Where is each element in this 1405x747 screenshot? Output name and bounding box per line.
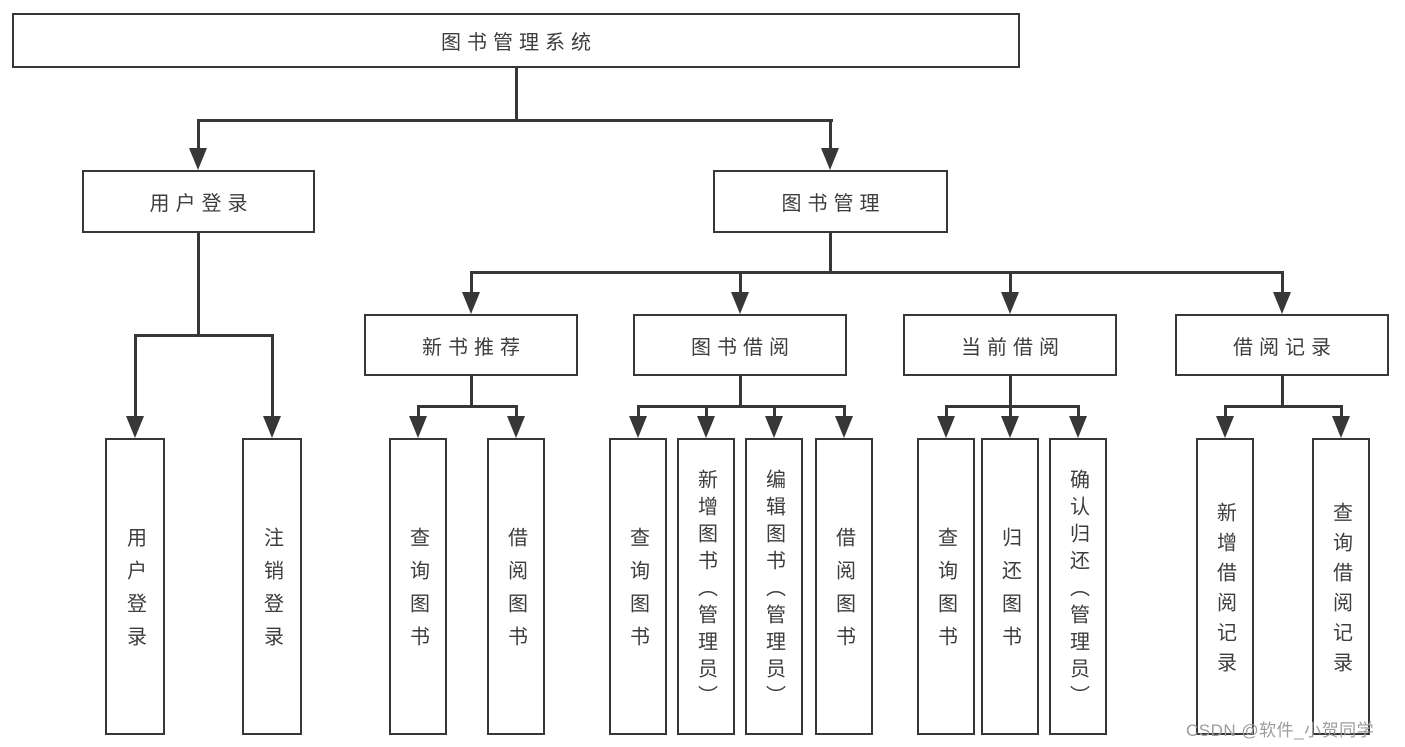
node-label: 用户登录 [149, 193, 254, 215]
leaf-query-books-recommend: 查询图书 [389, 438, 447, 735]
connector-line [515, 405, 518, 418]
arrow-down-icon [126, 416, 144, 438]
connector-line [134, 334, 137, 420]
node-label: 归还图书 [998, 527, 1021, 659]
leaf-borrow-books-recommend: 借阅图书 [487, 438, 545, 735]
node-library-system: 图书管理系统 [12, 13, 1020, 68]
arrow-down-icon [1216, 416, 1234, 438]
node-label: 图书借阅 [691, 336, 795, 359]
node-borrowing-records: 借阅记录 [1175, 314, 1389, 376]
connector-line [739, 376, 742, 407]
node-label: 图书管理 [781, 193, 886, 215]
node-label: 注销登录 [260, 527, 283, 659]
node-label: 确认归还（管理员） [1066, 468, 1089, 712]
node-book-borrowing: 图书借阅 [633, 314, 847, 376]
node-label: 借阅图书 [832, 527, 855, 659]
leaf-borrow-books: 借阅图书 [815, 438, 873, 735]
connector-line [637, 405, 640, 418]
connector-line [470, 271, 1283, 274]
connector-line [829, 233, 832, 273]
arrow-down-icon [937, 416, 955, 438]
node-label: 查询图书 [626, 527, 649, 659]
connector-line [1224, 405, 1227, 418]
connector-line [417, 405, 518, 408]
leaf-query-books-borrowing: 查询图书 [609, 438, 667, 735]
connector-line [843, 405, 846, 418]
connector-line [945, 405, 1079, 408]
leaf-query-borrow-record: 查询借阅记录 [1312, 438, 1370, 735]
watermark: CSDN @软件_小贺同学 [1186, 721, 1375, 740]
node-new-book-recommend: 新书推荐 [364, 314, 578, 376]
node-current-borrowing: 当前借阅 [903, 314, 1117, 376]
connector-line [1009, 405, 1012, 418]
connector-line [739, 271, 742, 296]
connector-line [1281, 271, 1284, 296]
leaf-query-books-current: 查询图书 [917, 438, 975, 735]
arrow-down-icon [462, 292, 480, 314]
connector-line [470, 271, 473, 296]
connector-line [1009, 376, 1012, 407]
connector-line [1281, 376, 1284, 407]
leaf-logout: 注销登录 [242, 438, 302, 735]
arrow-down-icon [629, 416, 647, 438]
node-label: 编辑图书（管理员） [762, 468, 785, 712]
node-label: 用户登录 [123, 527, 146, 659]
arrow-down-icon [835, 416, 853, 438]
leaf-add-borrow-record: 新增借阅记录 [1196, 438, 1254, 735]
arrow-down-icon [1273, 292, 1291, 314]
connector-line [470, 376, 473, 407]
arrow-down-icon [697, 416, 715, 438]
connector-line [1340, 405, 1343, 418]
arrow-down-icon [1001, 292, 1019, 314]
connector-line [1009, 271, 1012, 296]
node-label: 查询图书 [406, 527, 429, 659]
connector-line [945, 405, 948, 418]
arrow-down-icon [409, 416, 427, 438]
node-label: 新增借阅记录 [1213, 501, 1236, 682]
node-label: 借阅记录 [1233, 336, 1337, 359]
arrow-down-icon [765, 416, 783, 438]
node-book-management: 图书管理 [713, 170, 948, 233]
node-label: 新书推荐 [422, 336, 526, 359]
leaf-confirm-return-admin: 确认归还（管理员） [1049, 438, 1107, 735]
connector-line [271, 334, 274, 420]
node-label: 当前借阅 [961, 336, 1065, 359]
leaf-add-books-admin: 新增图书（管理员） [677, 438, 735, 735]
connector-line [773, 405, 776, 418]
connector-line [829, 119, 832, 152]
arrow-down-icon [821, 148, 839, 170]
node-user-login: 用户登录 [82, 170, 315, 233]
arrow-down-icon [263, 416, 281, 438]
arrow-down-icon [507, 416, 525, 438]
connector-line [417, 405, 420, 418]
node-label: 查询图书 [934, 527, 957, 659]
arrow-down-icon [1332, 416, 1350, 438]
node-label: 借阅图书 [504, 527, 527, 659]
leaf-return-books: 归还图书 [981, 438, 1039, 735]
arrow-down-icon [189, 148, 207, 170]
node-label: 图书管理系统 [441, 32, 597, 54]
connector-line [197, 233, 200, 336]
connector-line [515, 67, 518, 120]
node-label: 查询借阅记录 [1329, 501, 1352, 682]
connector-line [197, 119, 833, 122]
connector-line [1077, 405, 1080, 418]
connector-line [197, 119, 200, 152]
arrow-down-icon [1001, 416, 1019, 438]
arrow-down-icon [1069, 416, 1087, 438]
connector-line [134, 334, 274, 337]
node-label: 新增图书（管理员） [694, 468, 717, 712]
arrow-down-icon [731, 292, 749, 314]
leaf-edit-books-admin: 编辑图书（管理员） [745, 438, 803, 735]
leaf-user-login: 用户登录 [105, 438, 165, 735]
connector-line [637, 405, 845, 408]
connector-line [1224, 405, 1341, 408]
connector-line [705, 405, 708, 418]
